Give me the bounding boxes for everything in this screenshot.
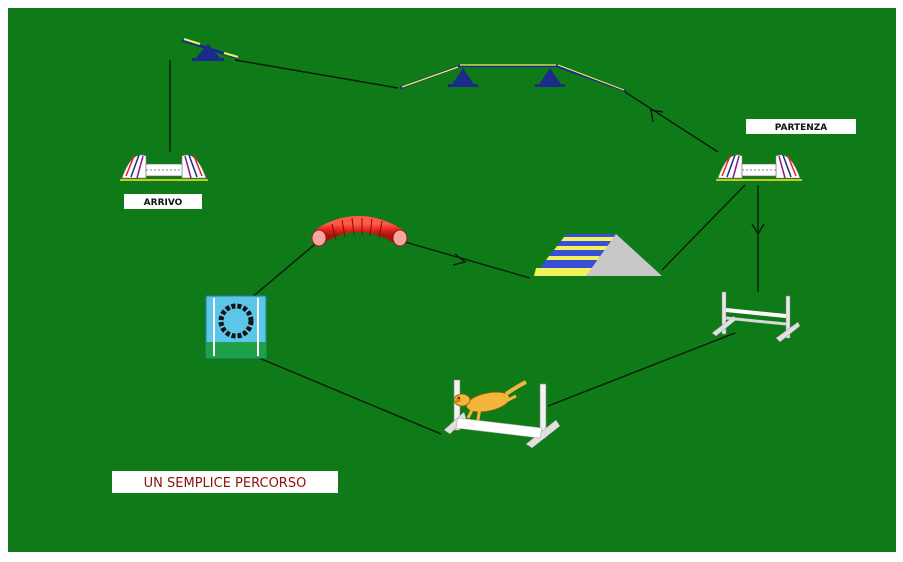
tire-jump (206, 296, 266, 358)
course-title: UN SEMPLICE PERCORSO (144, 476, 307, 491)
finish-label: ARRIVO (144, 198, 183, 208)
start-label: PARTENZA (775, 123, 828, 133)
field-background (8, 8, 896, 552)
